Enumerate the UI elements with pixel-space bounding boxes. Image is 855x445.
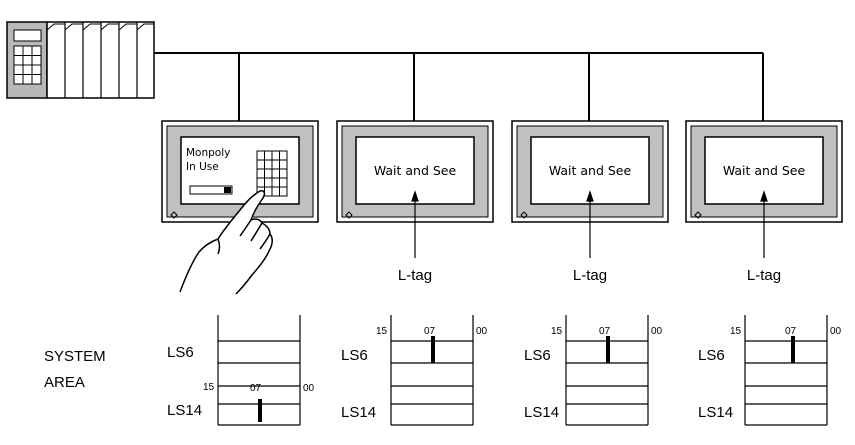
network-bus bbox=[154, 52, 764, 121]
table-2-ls14-label: LS14 bbox=[341, 404, 376, 421]
table-3-ls6-label: LS6 bbox=[524, 347, 551, 364]
gp-panel-1: Monpoly In Use bbox=[161, 120, 319, 223]
l-tag-arrows bbox=[411, 190, 768, 258]
table-4-ls6-label: LS6 bbox=[698, 347, 725, 364]
table-4-ls14-label: LS14 bbox=[698, 404, 733, 421]
table-3-bit-07: 07 bbox=[599, 326, 611, 337]
plc-rack-icon bbox=[6, 21, 155, 99]
table-1-bit-15: 15 bbox=[203, 382, 215, 393]
gp-panel-2: Wait and See bbox=[336, 120, 494, 223]
table-3-ls14-label: LS14 bbox=[524, 404, 559, 421]
panel-4-screen-text: Wait and See bbox=[723, 163, 806, 178]
l-tag-label-panel-4: L-tag bbox=[747, 267, 781, 284]
l-tag-label-panel-3: L-tag bbox=[573, 267, 607, 284]
panel-1-text-line1: Monpoly bbox=[186, 147, 230, 159]
table-1-bit-07: 07 bbox=[250, 383, 262, 394]
table-4-bit-00: 00 bbox=[830, 326, 842, 337]
table-1-ls14-bit-07 bbox=[258, 399, 262, 422]
table-2-ls6-bit-07 bbox=[431, 336, 435, 363]
panel-1-text-line2: In Use bbox=[186, 161, 219, 173]
system-area-label-line2: AREA bbox=[44, 374, 85, 391]
system-area-table-4 bbox=[744, 315, 828, 426]
table-2-ls6-label: LS6 bbox=[341, 347, 368, 364]
system-area-label-line1: SYSTEM bbox=[44, 348, 106, 365]
table-2-bit-00: 00 bbox=[476, 326, 488, 337]
table-4-bit-07: 07 bbox=[785, 326, 797, 337]
table-2-bit-07: 07 bbox=[424, 326, 436, 337]
table-1-ls14-label: LS14 bbox=[167, 402, 202, 419]
table-2-bit-15: 15 bbox=[376, 326, 388, 337]
table-3-ls6-bit-07 bbox=[606, 336, 610, 363]
table-4-bit-15: 15 bbox=[730, 326, 742, 337]
table-3-bit-15: 15 bbox=[551, 326, 563, 337]
keypad-icon bbox=[256, 150, 288, 197]
pointing-hand-icon bbox=[179, 190, 273, 295]
panel-2-screen-text: Wait and See bbox=[374, 163, 457, 178]
table-1-ls6-label: LS6 bbox=[167, 344, 194, 361]
table-1-bit-00: 00 bbox=[303, 383, 315, 394]
system-area-table-1 bbox=[217, 315, 301, 426]
table-4-ls6-bit-07 bbox=[791, 336, 795, 363]
l-tag-label-panel-2: L-tag bbox=[398, 267, 432, 284]
panel-3-screen-text: Wait and See bbox=[549, 163, 632, 178]
table-3-bit-00: 00 bbox=[651, 326, 663, 337]
